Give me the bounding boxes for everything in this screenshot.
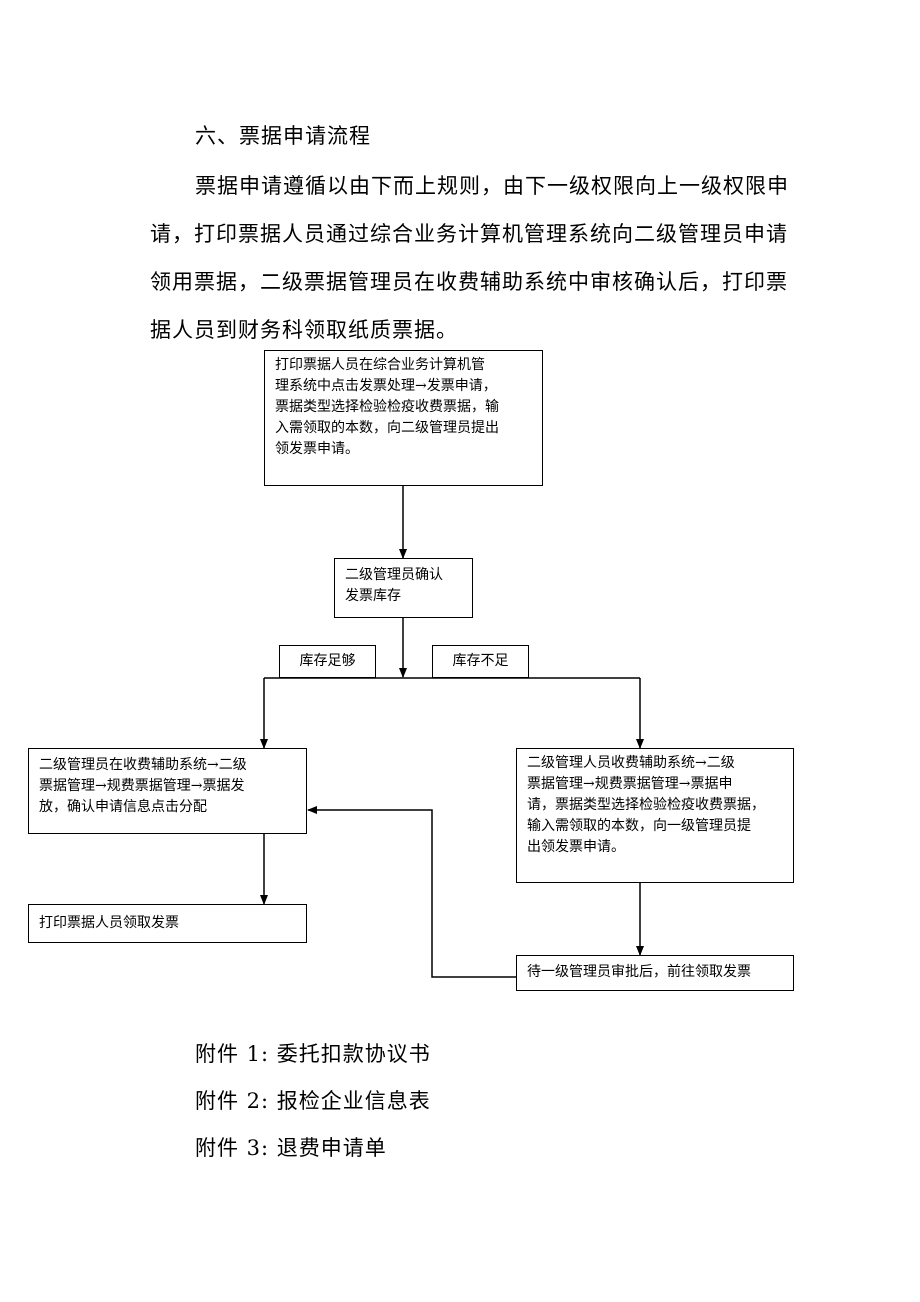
flow-step-request-upper-line: 出领发票申请。 [527, 839, 625, 855]
flow-step-wait-text: 待一级管理员审批后，前往领取发票 [527, 964, 751, 980]
flow-step-request-upper: 二级管理人员收费辅助系统→二级 票据管理→规费票据管理→票据申 请，票据类型选择… [516, 748, 794, 883]
attachment-3: 附件 3: 退费申请单 [195, 1136, 387, 1160]
flow-step-collect: 打印票据人员领取发票 [28, 904, 307, 943]
flow-step-confirm-line: 二级管理员确认 [345, 567, 443, 583]
flow-step-apply-line: 领发票申请。 [275, 441, 359, 457]
flow-step-confirm-line: 发票库存 [345, 588, 401, 604]
flow-step-confirm: 二级管理员确认 发票库存 [334, 558, 473, 618]
flow-step-distribute-line: 二级管理员在收费辅助系统→二级 [39, 757, 247, 773]
flow-step-apply-line: 入需领取的本数，向二级管理员提出 [275, 420, 499, 436]
paragraph-line-4: 据人员到财务科领取纸质票据。 [150, 318, 458, 342]
flow-step-apply: 打印票据人员在综合业务计算机管 理系统中点击发票处理→发票申请， 票据类型选择检… [264, 350, 543, 486]
flow-step-collect-text: 打印票据人员领取发票 [39, 915, 179, 931]
section-heading: 六、票据申请流程 [195, 124, 371, 148]
flow-step-distribute-line: 放，确认申请信息点击分配 [39, 799, 207, 815]
paragraph-line-3: 领用票据，二级票据管理员在收费辅助系统中审核确认后，打印票 [150, 270, 788, 294]
flow-step-request-upper-line: 票据管理→规费票据管理→票据申 [527, 776, 733, 792]
flow-step-apply-line: 打印票据人员在综合业务计算机管 [275, 357, 485, 373]
flow-step-apply-line: 票据类型选择检验检疫收费票据，输 [275, 399, 499, 415]
label-stock-insufficient: 库存不足 [432, 645, 529, 678]
paragraph-line-1: 票据申请遵循以由下而上规则，由下一级权限向上一级权限申 [195, 174, 789, 198]
flow-step-request-upper-line: 请，票据类型选择检验检疫收费票据， [527, 797, 765, 813]
flow-step-apply-line: 理系统中点击发票处理→发票申请， [275, 378, 497, 394]
flow-step-request-upper-line: 二级管理人员收费辅助系统→二级 [527, 755, 735, 771]
paragraph-line-2: 请，打印票据人员通过综合业务计算机管理系统向二级管理员申请 [150, 222, 788, 246]
arrow-wait-back-to-distribute [307, 806, 516, 978]
flow-step-distribute-line: 票据管理→规费票据管理→票据发 [39, 778, 245, 794]
flow-step-wait: 待一级管理员审批后，前往领取发票 [516, 955, 794, 991]
attachment-2: 附件 2: 报检企业信息表 [195, 1089, 431, 1113]
label-stock-enough: 库存足够 [279, 645, 376, 678]
flow-step-distribute: 二级管理员在收费辅助系统→二级 票据管理→规费票据管理→票据发 放，确认申请信息… [28, 748, 307, 834]
attachment-1: 附件 1: 委托扣款协议书 [195, 1042, 431, 1066]
flow-step-request-upper-line: 输入需领取的本数，向一级管理员提 [527, 818, 751, 834]
